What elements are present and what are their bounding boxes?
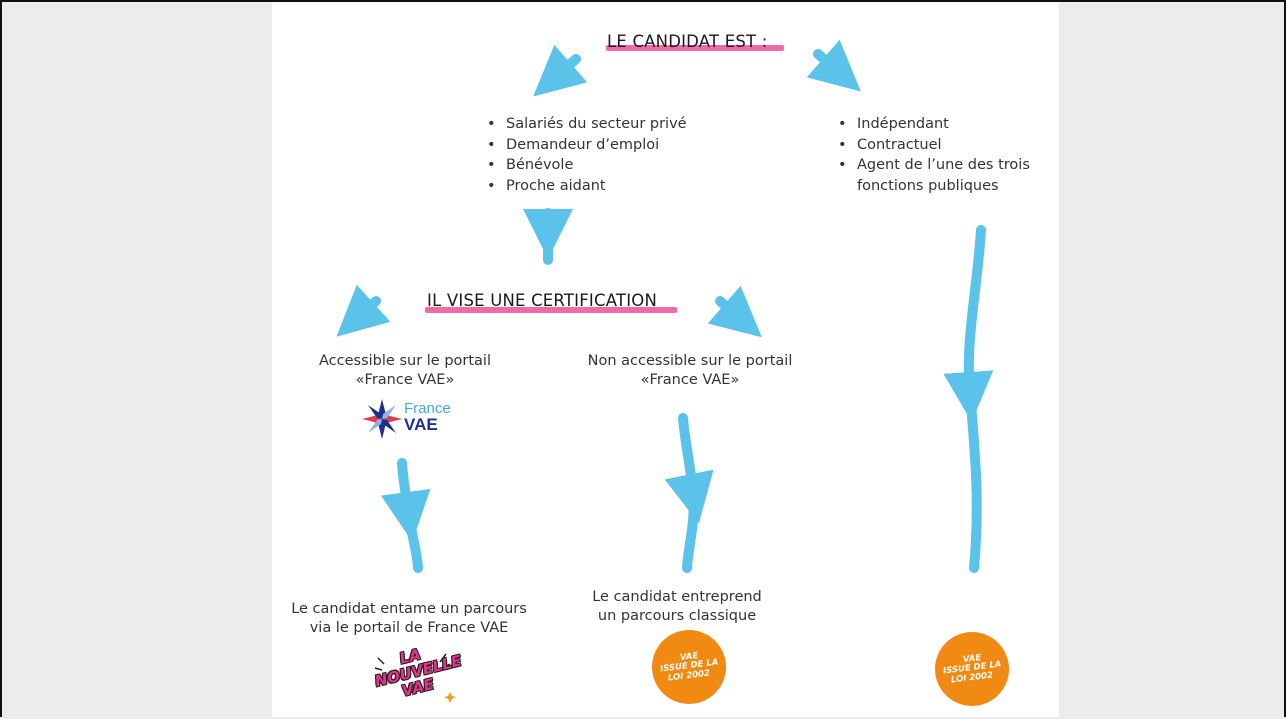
middle-title-underline	[425, 307, 677, 313]
list-item: Salariés du secteur privé	[487, 114, 687, 135]
title-underline	[606, 45, 784, 51]
list-item: Demandeur d’emploi	[487, 135, 687, 156]
left-candidate-list: Salariés du secteur privé Demandeur d’em…	[486, 114, 687, 196]
option-line: Non accessible sur le portail	[587, 353, 793, 369]
list-item: Proche aidant	[487, 176, 687, 197]
option-not-accessible: Non accessible sur le portail «France VA…	[575, 352, 805, 390]
burst-icon	[374, 653, 456, 703]
outcome-line: Le candidat entreprend	[592, 589, 762, 605]
middle-title: IL VISE UNE CERTIFICATION	[427, 291, 658, 310]
list-item: Contractuel	[838, 135, 1030, 156]
list-item-line: Agent de l’une des trois	[857, 157, 1030, 173]
top-title: LE CANDIDAT EST :	[607, 32, 768, 51]
option-accessible: Accessible sur le portail «France VAE»	[310, 352, 500, 390]
arrow-down-left-icon	[533, 44, 588, 97]
arrow-down-right-icon	[806, 39, 861, 92]
france-vae-logo-word-1: France	[404, 400, 451, 417]
option-line: Accessible sur le portail	[319, 353, 491, 369]
france-vae-logo: France VAE	[360, 397, 470, 442]
arrow-down-left-icon	[336, 284, 391, 337]
outcome-line: via le portail de France VAE	[309, 620, 509, 636]
list-item: Indépendant	[838, 114, 1030, 135]
la-nouvelle-vae-badge: LA NOUVELLE VAE	[368, 645, 463, 717]
arrows-layer	[336, 39, 994, 573]
arrow-down-right-icon	[707, 285, 762, 338]
list-item: Agent de l’une des trois fonctions publiq…	[838, 155, 1030, 196]
outcome-line: un parcours classique	[597, 608, 757, 624]
france-vae-logo-word-2: VAE	[404, 415, 438, 434]
option-line: «France VAE»	[640, 372, 740, 388]
outcome-line: Le candidat entame un parcours	[291, 601, 527, 617]
outcome-classique: Le candidat entreprend un parcours class…	[572, 588, 782, 626]
list-item: Bénévole	[487, 155, 687, 176]
right-candidate-list: Indépendant Contractuel Agent de l’une d…	[837, 114, 1030, 196]
outcome-france-vae: Le candidat entame un parcours via le po…	[274, 600, 544, 638]
loi-2002-badge-right: VAE ISSUE DE LA LOI 2002	[935, 632, 1009, 706]
france-vae-star-icon	[362, 399, 402, 439]
option-line: «France VAE»	[355, 372, 455, 388]
list-item-line: fonctions publiques	[857, 177, 999, 194]
loi-2002-badge-center: VAE ISSUE DE LA LOI 2002	[652, 630, 726, 704]
slide-canvas: LE CANDIDAT EST : Salariés du secteur pr…	[272, 2, 1059, 717]
